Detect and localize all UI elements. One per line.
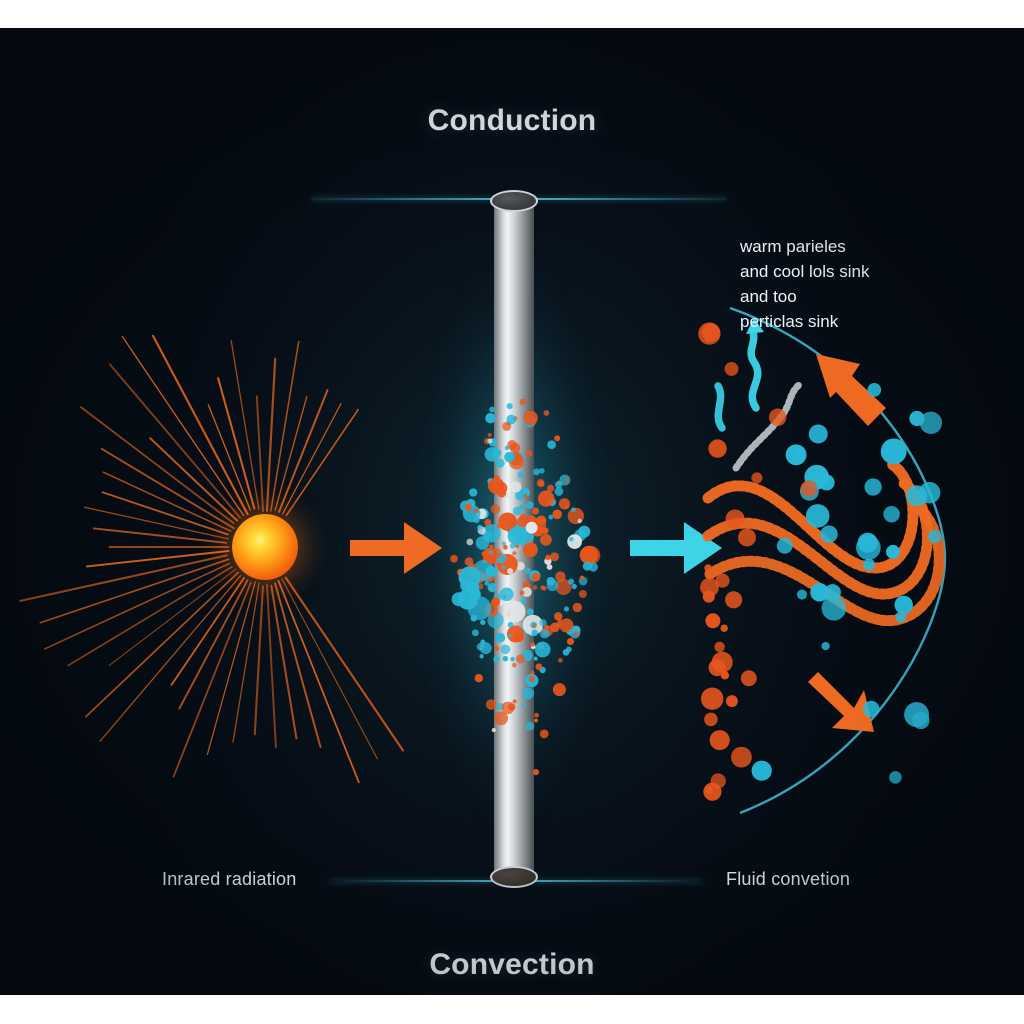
annotation-line-4: perticlas sink: [740, 312, 839, 331]
title-conduction: Conduction: [427, 104, 597, 137]
cool-fluid-squiggles: [714, 326, 762, 432]
metal-rod-bottom-cap: [490, 866, 538, 888]
vibrating-particle-cloud: [450, 398, 601, 776]
cyan-transfer-arrow: [630, 522, 722, 574]
bottom-guide-line-left: [330, 880, 510, 882]
infrared-radiation-source: [232, 514, 298, 580]
infographic-panel: warm parieles and cool lols sink and too…: [0, 28, 1024, 995]
annotation-line-2: and cool lols sink: [740, 262, 870, 281]
warm-rise-arrow: [816, 354, 886, 426]
bottom-guide-line-right: [522, 880, 702, 882]
annotation-line-1: warm parieles: [740, 237, 846, 256]
infrared-rays: [19, 334, 405, 784]
orange-transfer-arrow: [350, 522, 442, 574]
annotation-line-3: and too: [740, 287, 797, 306]
convection-region: [698, 306, 947, 815]
title-convection: Convection: [429, 948, 595, 981]
cool-squiggle-arrowhead: [746, 318, 764, 334]
cool-sink-arrow: [808, 672, 874, 732]
convection-annotation: warm parieles and cool lols sink and too…: [740, 234, 930, 334]
metal-rod-top-cap: [490, 190, 538, 212]
label-infrared-radiation: Inrared radiation: [162, 869, 297, 889]
label-fluid-convection: Fluid convetion: [726, 869, 851, 889]
